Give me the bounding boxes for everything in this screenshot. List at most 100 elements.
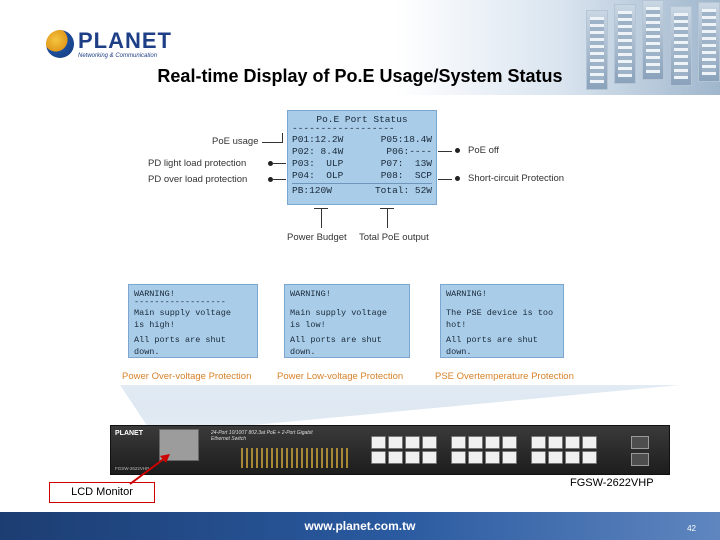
callout-over-load: PD over load protection <box>148 174 248 185</box>
callout-light-load: PD light load protection <box>148 158 247 169</box>
callout-dot <box>455 176 460 181</box>
light-beam-graphic <box>120 385 680 430</box>
switch-description: 24-Port 10/100T 802.3at PoE + 2-Port Gig… <box>211 430 313 442</box>
warning-line: The PSE device is too <box>446 308 554 318</box>
callout-line <box>282 133 283 143</box>
ethernet-port-icon <box>531 451 546 464</box>
lcd-monitor-label: LCD Monitor <box>49 482 155 503</box>
lcd-row: P03: ULP P07: 13W <box>292 158 432 170</box>
sfp-slot-icon <box>631 436 649 449</box>
callout-total-output: Total PoE output <box>359 232 429 243</box>
lcd-warning-overtemperature: WARNING! The PSE device is too hot! All … <box>440 284 564 358</box>
slide-header: PLANET Networking & Communication Real-t… <box>0 0 720 95</box>
page-title: Real-time Display of Po.E Usage/System S… <box>157 66 563 86</box>
server-rack-icon <box>586 10 608 90</box>
lcd-poe-port-status: Po.E Port Status ------------------ P01:… <box>287 110 437 205</box>
ethernet-port-icon <box>468 451 483 464</box>
lcd-cell: P01:12.2W <box>292 134 344 145</box>
lcd-title: Po.E Port Status <box>316 114 408 125</box>
ethernet-port-icon <box>502 451 517 464</box>
ethernet-port-icon <box>388 451 403 464</box>
ethernet-port-icon <box>502 436 517 449</box>
warning-line: Main supply voltage <box>134 308 231 318</box>
caption-overtemperature: PSE Overtemperature Protection <box>435 371 574 382</box>
ethernet-port-icon <box>422 436 437 449</box>
callout-dot <box>455 148 460 153</box>
ethernet-port-icon <box>388 436 403 449</box>
lcd-warning-over-voltage: WARNING! ------------------ Main supply … <box>128 284 258 358</box>
ethernet-port-icon <box>468 436 483 449</box>
lcd-row: P02: 8.4W P06:---- <box>292 146 432 158</box>
ethernet-port-icon <box>451 436 466 449</box>
switch-lcd-screen <box>159 429 199 461</box>
lcd-separator: ------------------ <box>292 126 395 134</box>
ethernet-port-icon <box>485 451 500 464</box>
callout-short-circuit: Short-circuit Protection <box>468 173 565 184</box>
warning-heading: WARNING! <box>446 289 487 299</box>
callout-poe-off: PoE off <box>468 145 499 156</box>
lcd-cell: P07: 13W <box>380 158 432 169</box>
lcd-row: P04: OLP P08: SCP <box>292 170 432 182</box>
logo-wordmark: PLANET <box>78 28 172 53</box>
caption-low-voltage: Power Low-voltage Protection <box>277 371 404 382</box>
warning-line: All ports are shut <box>134 335 226 345</box>
warning-line: All ports are shut <box>290 335 382 345</box>
warning-line: Main supply voltage <box>290 308 387 318</box>
warning-line: down. <box>290 347 316 357</box>
ethernet-port-icon <box>422 451 437 464</box>
lcd-cell: P03: ULP <box>292 158 344 169</box>
lcd-warning-low-voltage: WARNING! Main supply voltage is low! All… <box>284 284 410 358</box>
callout-line <box>272 163 286 164</box>
ethernet-port-icon <box>565 451 580 464</box>
port-group <box>531 436 601 464</box>
ethernet-port-icon <box>531 436 546 449</box>
warning-line: down. <box>446 347 472 357</box>
logo-tagline: Networking & Communication <box>78 53 158 59</box>
ethernet-port-icon <box>565 436 580 449</box>
warning-heading: WARNING! <box>134 289 175 299</box>
ethernet-port-icon <box>451 451 466 464</box>
footer-url: www.planet.com.tw <box>304 519 416 533</box>
power-budget-value: PB:120W <box>292 185 332 196</box>
callout-power-budget: Power Budget <box>287 232 347 243</box>
warning-line: is low! <box>290 320 326 330</box>
switch-led-indicators <box>241 448 351 468</box>
model-label: FGSW-2622VHP <box>570 477 654 489</box>
port-group <box>451 436 521 464</box>
lcd-cell: P04: OLP <box>292 170 344 181</box>
switch-description-line: 24-Port 10/100T 802.3at PoE + 2-Port Gig… <box>211 430 313 436</box>
total-output-value: Total: 52W <box>374 185 432 196</box>
globe-icon <box>46 30 74 58</box>
poe-switch-front-panel: PLANET 24-Port 10/100T 802.3at PoE + 2-P… <box>110 425 670 475</box>
server-rack-icon <box>698 2 720 82</box>
port-group <box>371 436 441 464</box>
lcd-cell: P06:---- <box>386 146 432 157</box>
server-rack-icon <box>670 6 692 86</box>
switch-description-line: Ethernet Switch <box>211 436 247 442</box>
lcd-cell: P02: 8.4W <box>292 146 344 157</box>
caption-over-voltage: Power Over-voltage Protection <box>122 371 252 382</box>
ethernet-port-icon <box>371 436 386 449</box>
warning-line: is high! <box>134 320 175 330</box>
sfp-slot-icon <box>631 453 649 466</box>
callout-poe-usage: PoE usage <box>212 136 259 147</box>
ethernet-port-icon <box>582 436 597 449</box>
lcd-cell: P05:18.4W <box>380 134 432 145</box>
lcd-row: P01:12.2W P05:18.4W <box>292 134 432 146</box>
warning-separator <box>446 300 558 307</box>
ethernet-port-icon <box>371 451 386 464</box>
warning-line: down. <box>134 347 160 357</box>
callout-line <box>438 151 452 152</box>
lcd-footer-row: PB:120W Total: 52W <box>292 183 432 197</box>
ethernet-port-icon <box>582 451 597 464</box>
ethernet-port-icon <box>405 451 420 464</box>
switch-model-small: FGSW-2622VHP <box>115 466 150 471</box>
warning-line: hot! <box>446 320 467 330</box>
sfp-slot-group <box>631 436 649 466</box>
ethernet-port-icon <box>485 436 500 449</box>
ethernet-port-icon <box>548 451 563 464</box>
server-rack-icon <box>614 4 636 84</box>
warning-separator <box>290 300 404 307</box>
callout-line <box>272 179 286 180</box>
server-rack-graphic <box>580 0 720 95</box>
